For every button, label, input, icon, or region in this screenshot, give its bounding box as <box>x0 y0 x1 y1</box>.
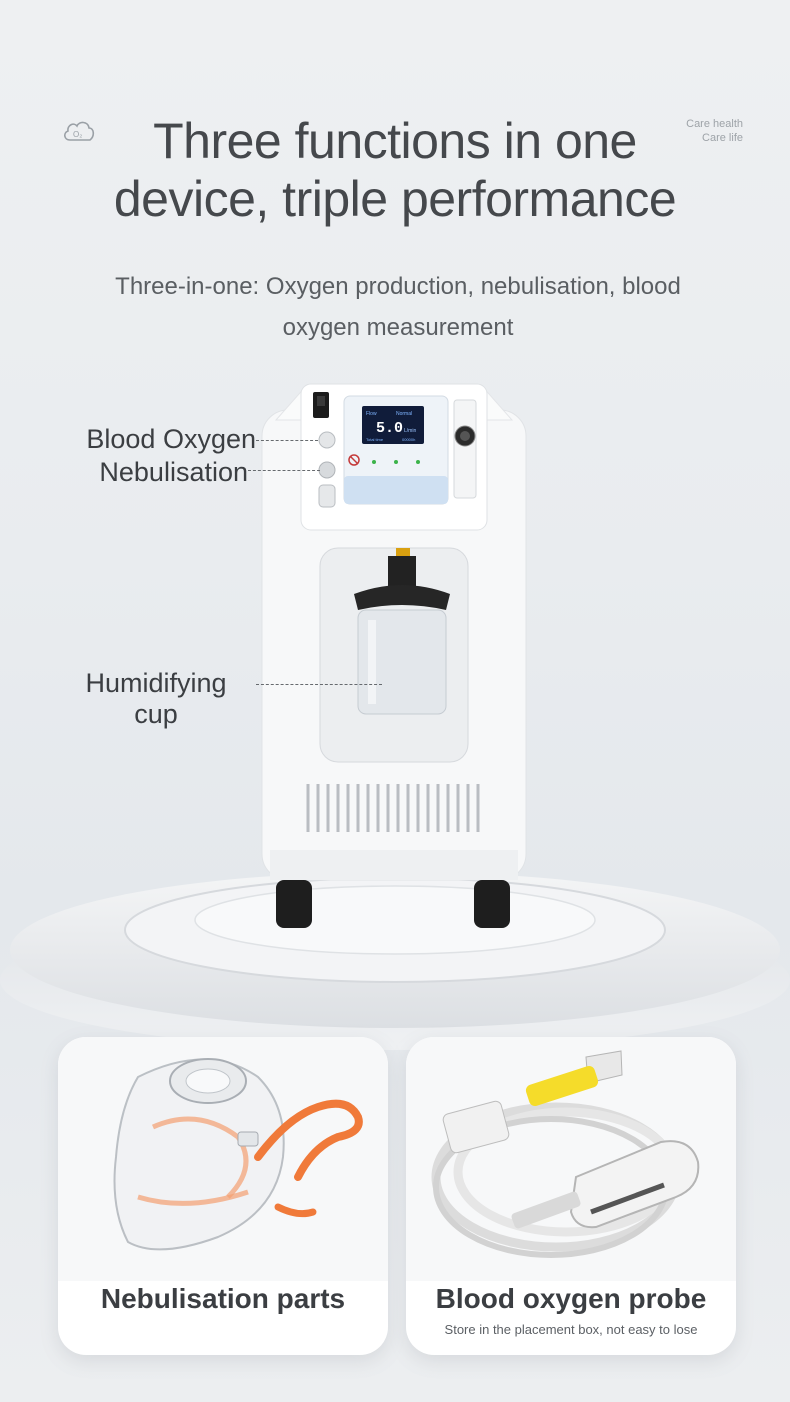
card-image-area <box>406 1037 736 1281</box>
oxygen-concentrator: Flow Normal 5.0 L/min Total time 00000h <box>261 383 527 928</box>
callout-humidifying-cup: Humidifying cup <box>60 668 252 730</box>
page-subtitle: Three-in-one: Oxygen production, nebulis… <box>100 266 696 348</box>
o2-cloud-icon: O₂ <box>64 121 95 141</box>
display-flow-label: Flow <box>366 411 377 417</box>
display-value: 5.0 <box>376 420 403 437</box>
card-title: Nebulisation parts <box>100 1283 346 1314</box>
callout-blood-oxygen-leader <box>256 440 318 441</box>
display-mode-label: Normal <box>396 411 412 417</box>
display-podium <box>0 872 790 1050</box>
display-total-value: 00000h <box>402 437 415 442</box>
oximeter-probe-icon <box>431 1050 700 1258</box>
callout-humidifying-line1: Humidifying <box>85 668 227 698</box>
card-note: Store in the placement box, not easy to … <box>444 1322 698 1337</box>
card-image-area <box>58 1037 388 1281</box>
callout-nebulisation-leader <box>248 470 320 471</box>
nebuliser-mask-icon <box>113 1058 363 1251</box>
callout-humidifying-line2: cup <box>134 699 178 729</box>
callout-blood-oxygen: Blood Oxygen <box>86 424 256 454</box>
title-line2: device, triple performance <box>113 171 677 227</box>
subtitle-line1: Three-in-one: Oxygen production, nebulis… <box>115 273 681 300</box>
callout-humidifying-leader <box>256 684 382 685</box>
display-unit: L/min <box>404 428 416 434</box>
display-total-label: Total time <box>366 437 384 442</box>
card-blood-oxygen-probe: Blood oxygen probe Store in the placemen… <box>406 1037 736 1355</box>
subtitle-line2: oxygen measurement <box>282 314 514 341</box>
card-nebulisation-parts: Nebulisation parts <box>58 1037 388 1355</box>
tagline-line2: Care life <box>702 132 743 144</box>
tagline: Care health Care life <box>686 117 743 145</box>
tagline-line1: Care health <box>686 118 743 130</box>
page-title: Three functions in one device, triple pe… <box>0 112 790 228</box>
title-line1: Three functions in one <box>153 113 637 169</box>
card-title: Blood oxygen probe <box>435 1283 707 1314</box>
o2-logo-text: O₂ <box>73 130 82 139</box>
callout-nebulisation: Nebulisation <box>99 457 248 487</box>
